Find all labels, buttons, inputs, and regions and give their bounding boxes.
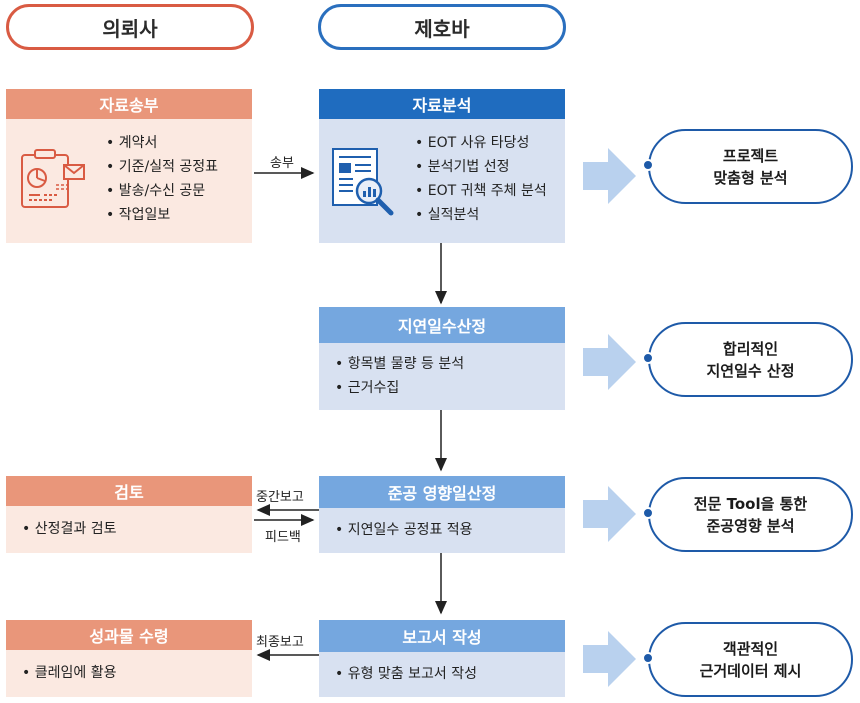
result-arrow-3 (583, 486, 636, 542)
result-reasonable-delay: 합리적인 지연일수 산정 (648, 322, 853, 397)
box-deliverable-receipt-list: 클레임에 활용 (22, 661, 117, 685)
column-header-client-label: 의뢰사 (102, 16, 158, 41)
label-interim-report: 중간보고 (256, 490, 304, 505)
result-arrow-4 (583, 631, 636, 687)
label-feedback: 피드백 (265, 530, 301, 545)
box-data-analysis: 자료분석 EOT 사유 타당성 분석기법 선정 EOT 귀책 주체 분석 실적분… (319, 89, 565, 243)
result-line: 합리적인 (722, 339, 779, 358)
box-delay-days-title: 지연일수산정 (319, 307, 565, 343)
list-item: EOT 귀책 주체 분석 (415, 179, 547, 203)
box-report-writing-body: 유형 맞춤 보고서 작성 (319, 652, 565, 697)
box-completion-impact-list: 지연일수 공정표 적용 (335, 518, 473, 542)
list-item: 실적분석 (415, 203, 547, 227)
box-deliverable-receipt-title: 성과물 수령 (6, 620, 252, 650)
box-completion-impact-body: 지연일수 공정표 적용 (319, 508, 565, 553)
result-objective-data: 객관적인 근거데이터 제시 (648, 622, 853, 697)
result-line: 지연일수 산정 (706, 361, 795, 380)
result-arrow-2 (583, 334, 636, 390)
list-item: 산정결과 검토 (22, 517, 117, 541)
box-review-title: 검토 (6, 476, 252, 506)
result-line: 객관적인 (722, 639, 779, 658)
result-dot-1 (642, 159, 654, 171)
list-item: 지연일수 공정표 적용 (335, 518, 473, 542)
box-data-send-body: 계약서 기준/실적 공정표 발송/수신 공문 작업일보 (6, 119, 252, 243)
list-item: 유형 맞춤 보고서 작성 (335, 662, 477, 686)
report-magnifier-icon (332, 148, 394, 216)
label-send: 송부 (270, 156, 294, 171)
list-item: 발송/수신 공문 (106, 179, 218, 203)
box-review-body: 산정결과 검토 (6, 506, 252, 553)
result-arrow-1 (583, 148, 636, 204)
result-dot-4 (642, 652, 654, 664)
box-delay-days-list: 항목별 물량 등 분석 근거수집 (335, 352, 464, 400)
column-header-client: 의뢰사 (6, 4, 254, 50)
box-deliverable-receipt: 성과물 수령 클레임에 활용 (6, 620, 252, 697)
result-line: 프로젝트 (722, 146, 779, 165)
box-delay-days: 지연일수산정 항목별 물량 등 분석 근거수집 (319, 307, 565, 410)
box-report-writing-title: 보고서 작성 (319, 620, 565, 652)
box-report-writing-list: 유형 맞춤 보고서 작성 (335, 662, 477, 686)
box-data-analysis-list: EOT 사유 타당성 분석기법 선정 EOT 귀책 주체 분석 실적분석 (415, 131, 547, 227)
column-header-jehoba-label: 제호바 (414, 16, 470, 41)
list-item: 기준/실적 공정표 (106, 155, 218, 179)
result-custom-analysis: 프로젝트 맞춤형 분석 (648, 129, 853, 204)
list-item: 근거수집 (335, 376, 464, 400)
list-item: 계약서 (106, 131, 218, 155)
result-line: 근거데이터 제시 (699, 661, 802, 680)
box-data-send-list: 계약서 기준/실적 공정표 발송/수신 공문 작업일보 (106, 131, 218, 227)
box-data-send-title: 자료송부 (6, 89, 252, 119)
list-item: 분석기법 선정 (415, 155, 547, 179)
box-review-list: 산정결과 검토 (22, 517, 117, 541)
result-tool-analysis: 전문 Tool을 통한 준공영향 분석 (648, 477, 853, 552)
result-line: 전문 Tool을 통한 (693, 494, 808, 513)
list-item: 항목별 물량 등 분석 (335, 352, 464, 376)
result-dot-2 (642, 352, 654, 364)
box-data-analysis-body: EOT 사유 타당성 분석기법 선정 EOT 귀책 주체 분석 실적분석 (319, 119, 565, 243)
column-header-jehoba: 제호바 (318, 4, 566, 50)
box-deliverable-receipt-body: 클레임에 활용 (6, 650, 252, 697)
label-final-report: 최종보고 (256, 635, 304, 650)
box-review: 검토 산정결과 검토 (6, 476, 252, 553)
box-data-send: 자료송부 계약서 기준/실적 공정표 발송/수신 공문 작업일보 (6, 89, 252, 243)
box-delay-days-body: 항목별 물량 등 분석 근거수집 (319, 343, 565, 410)
box-data-analysis-title: 자료분석 (319, 89, 565, 119)
box-completion-impact-title: 준공 영향일산정 (319, 476, 565, 508)
result-dot-3 (642, 507, 654, 519)
list-item: 작업일보 (106, 203, 218, 227)
list-item: EOT 사유 타당성 (415, 131, 547, 155)
clipboard-chart-envelope-icon (21, 149, 85, 208)
result-line: 맞춤형 분석 (713, 168, 788, 187)
list-item: 클레임에 활용 (22, 661, 117, 685)
box-report-writing: 보고서 작성 유형 맞춤 보고서 작성 (319, 620, 565, 697)
box-completion-impact: 준공 영향일산정 지연일수 공정표 적용 (319, 476, 565, 553)
result-line: 준공영향 분석 (706, 516, 795, 535)
